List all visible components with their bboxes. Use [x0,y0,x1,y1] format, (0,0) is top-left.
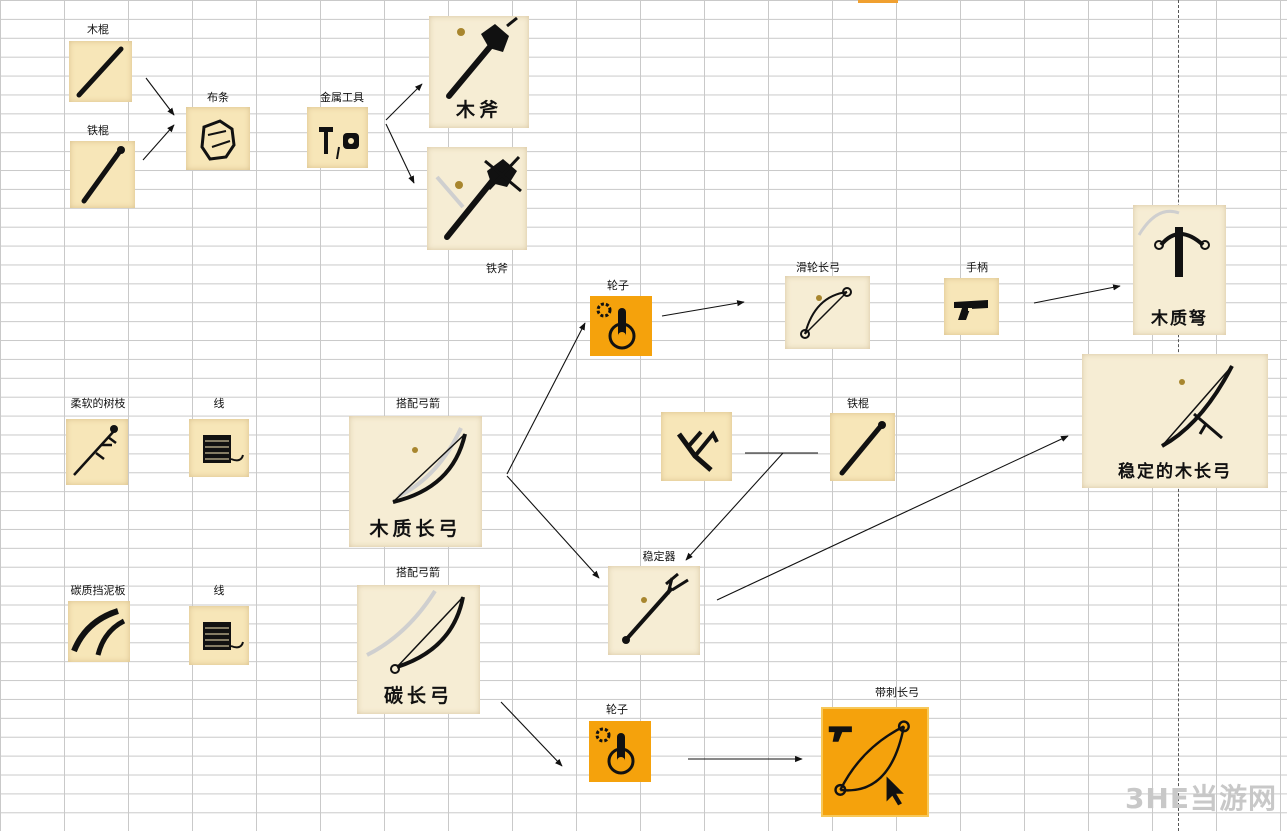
iron-rod-icon [839,421,886,476]
caption-wood-crossbow: 木质弩 [1151,309,1208,329]
tile-wheel-2[interactable] [589,721,651,782]
tile-pulley-longbow[interactable] [785,276,870,349]
double-bow-icon [366,589,465,674]
tile-soft-branch[interactable] [66,419,128,485]
label-wood-stick: 木棍 [87,23,109,36]
label-carbon-fender: 碳质挡泥板 [70,584,126,597]
selected-cell-marker [858,0,898,3]
label-wheel-2: 轮子 [606,703,628,716]
label-thread-2: 线 [213,584,225,597]
tile-iron-axe[interactable] [427,147,527,250]
tile-thread-1[interactable] [189,419,249,477]
tile-wood-longbow[interactable]: 木质长弓 [349,416,482,547]
cloth-icon [200,119,236,161]
label-wheel-1: 轮子 [607,279,629,292]
compound-bow-icon [800,287,852,339]
stick-icon [76,46,124,98]
crossbow-icon [1137,209,1210,277]
label-pulley-longbow: 滑轮长弓 [796,261,840,274]
caption-wood-longbow: 木质长弓 [369,518,462,540]
tools-icon [319,127,359,160]
label-iron-stick-2: 铁棍 [847,397,869,410]
tile-stable-wood-longbow[interactable]: 稳定的木长弓 [1082,354,1268,488]
iron-rod-icon [81,146,125,204]
pulley-wheel-icon [595,727,635,775]
tile-carbon-longbow[interactable]: 碳长弓 [357,585,480,714]
tile-fork[interactable] [661,412,732,481]
label-stabilizer: 稳定器 [642,550,676,563]
tile-wood-stick[interactable] [69,41,132,102]
label-iron-stick: 铁棍 [87,124,109,137]
label-thread-1: 线 [213,397,225,410]
tile-barbed-longbow[interactable] [821,707,929,817]
caption-wood-axe: 木斧 [455,99,502,121]
label-handle: 手柄 [966,261,988,274]
label-iron-axe: 铁斧 [486,262,508,275]
fork-icon [676,430,719,472]
tile-metal-tool[interactable] [307,107,368,168]
stabilizer-icon [622,572,689,644]
watermark: 3HE当游网 [1124,782,1277,815]
spiked-axe-icon [435,155,522,240]
tile-wood-crossbow[interactable]: 木质弩 [1133,205,1226,335]
fender-icon [71,608,126,656]
label-soft-branch: 柔软的树枝 [70,397,126,410]
tile-iron-stick-2[interactable] [830,413,895,481]
axe-icon [446,16,518,99]
tile-thread-2[interactable] [189,606,249,665]
tile-cloth[interactable] [186,107,250,170]
label-barbed-longbow: 带刺长弓 [875,686,919,699]
pistol-grip-icon [954,300,988,320]
bow-icon [392,427,467,504]
pulley-wheel-icon [596,302,636,350]
label-match-arrow-1: 搭配弓箭 [396,397,440,410]
barbed-bow-icon [828,720,910,806]
tile-carbon-fender[interactable] [68,601,130,662]
caption-carbon-longbow: 碳长弓 [383,685,453,707]
tile-wood-axe[interactable]: 木斧 [429,16,529,128]
tile-wheel-1[interactable] [590,296,652,356]
thread-spool-icon [203,622,244,650]
tile-handle[interactable] [944,278,999,335]
label-metal-tool: 金属工具 [320,91,364,104]
tile-stabilizer[interactable] [608,566,700,655]
thread-spool-icon [203,435,244,463]
bow-icon [1161,365,1234,448]
branch-icon [73,425,118,476]
tile-iron-stick[interactable] [70,141,135,208]
label-match-arrow-2: 搭配弓箭 [396,566,440,579]
label-cloth: 布条 [207,91,229,104]
caption-stable-wood-longbow: 稳定的木长弓 [1118,462,1232,482]
